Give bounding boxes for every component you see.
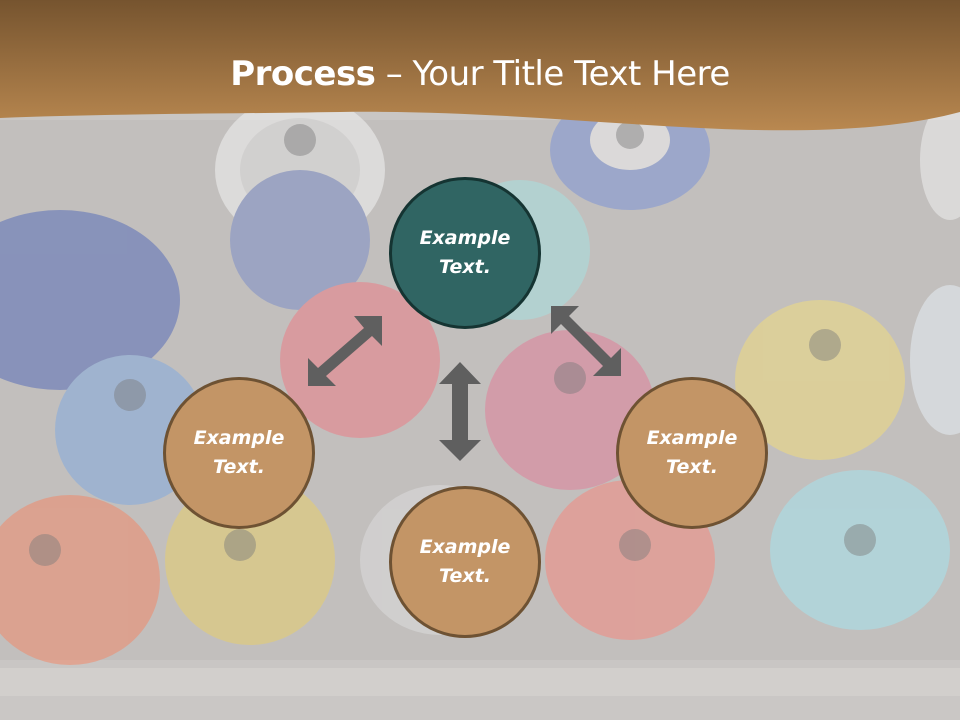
node-label: Example Text. bbox=[419, 536, 511, 587]
process-node-top[interactable]: Example Text. bbox=[389, 177, 541, 329]
process-node-left[interactable]: Example Text. bbox=[163, 377, 315, 529]
node-label: Example Text. bbox=[419, 227, 511, 278]
process-node-right[interactable]: Example Text. bbox=[616, 377, 768, 529]
process-node-bottom[interactable]: Example Text. bbox=[389, 486, 541, 638]
title-banner bbox=[0, 0, 960, 131]
double-arrow-icon-top-left bbox=[308, 316, 382, 386]
double-arrow-icon-top-right bbox=[551, 306, 621, 376]
node-label: Example Text. bbox=[646, 427, 738, 478]
slide-title: Process – Your Title Text Here bbox=[0, 50, 960, 98]
double-arrow-icon-vertical bbox=[439, 362, 481, 461]
title-rest: – Your Title Text Here bbox=[375, 54, 731, 94]
node-label: Example Text. bbox=[193, 427, 285, 478]
title-bold: Process bbox=[230, 54, 376, 94]
